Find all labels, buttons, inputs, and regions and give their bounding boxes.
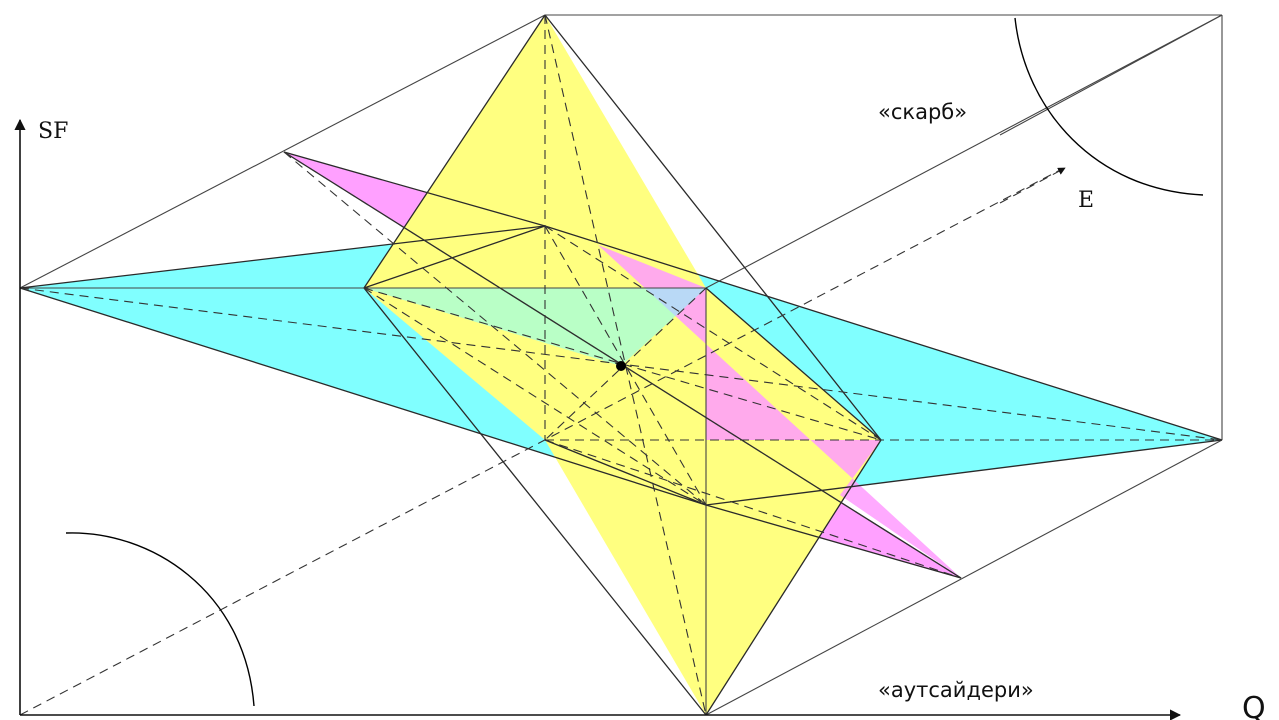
lower-arc xyxy=(65,532,255,707)
center-point xyxy=(616,361,626,371)
y-axis-label: SF xyxy=(38,119,68,144)
upper-arc xyxy=(1014,17,1204,196)
yellow-plane-lower xyxy=(545,440,881,715)
cyan-overlay xyxy=(364,288,706,366)
magenta-overlay xyxy=(598,245,961,578)
treasure-label: «скарб» xyxy=(878,100,967,124)
outsiders-label: «аутсайдери» xyxy=(878,678,1034,702)
e-axis-label: E xyxy=(1078,188,1094,213)
x-axis-label: Q xyxy=(1242,691,1266,720)
yellow-plane-upper xyxy=(364,15,881,440)
frame-lines xyxy=(19,14,1223,716)
e-axis-arrow xyxy=(999,167,1066,204)
